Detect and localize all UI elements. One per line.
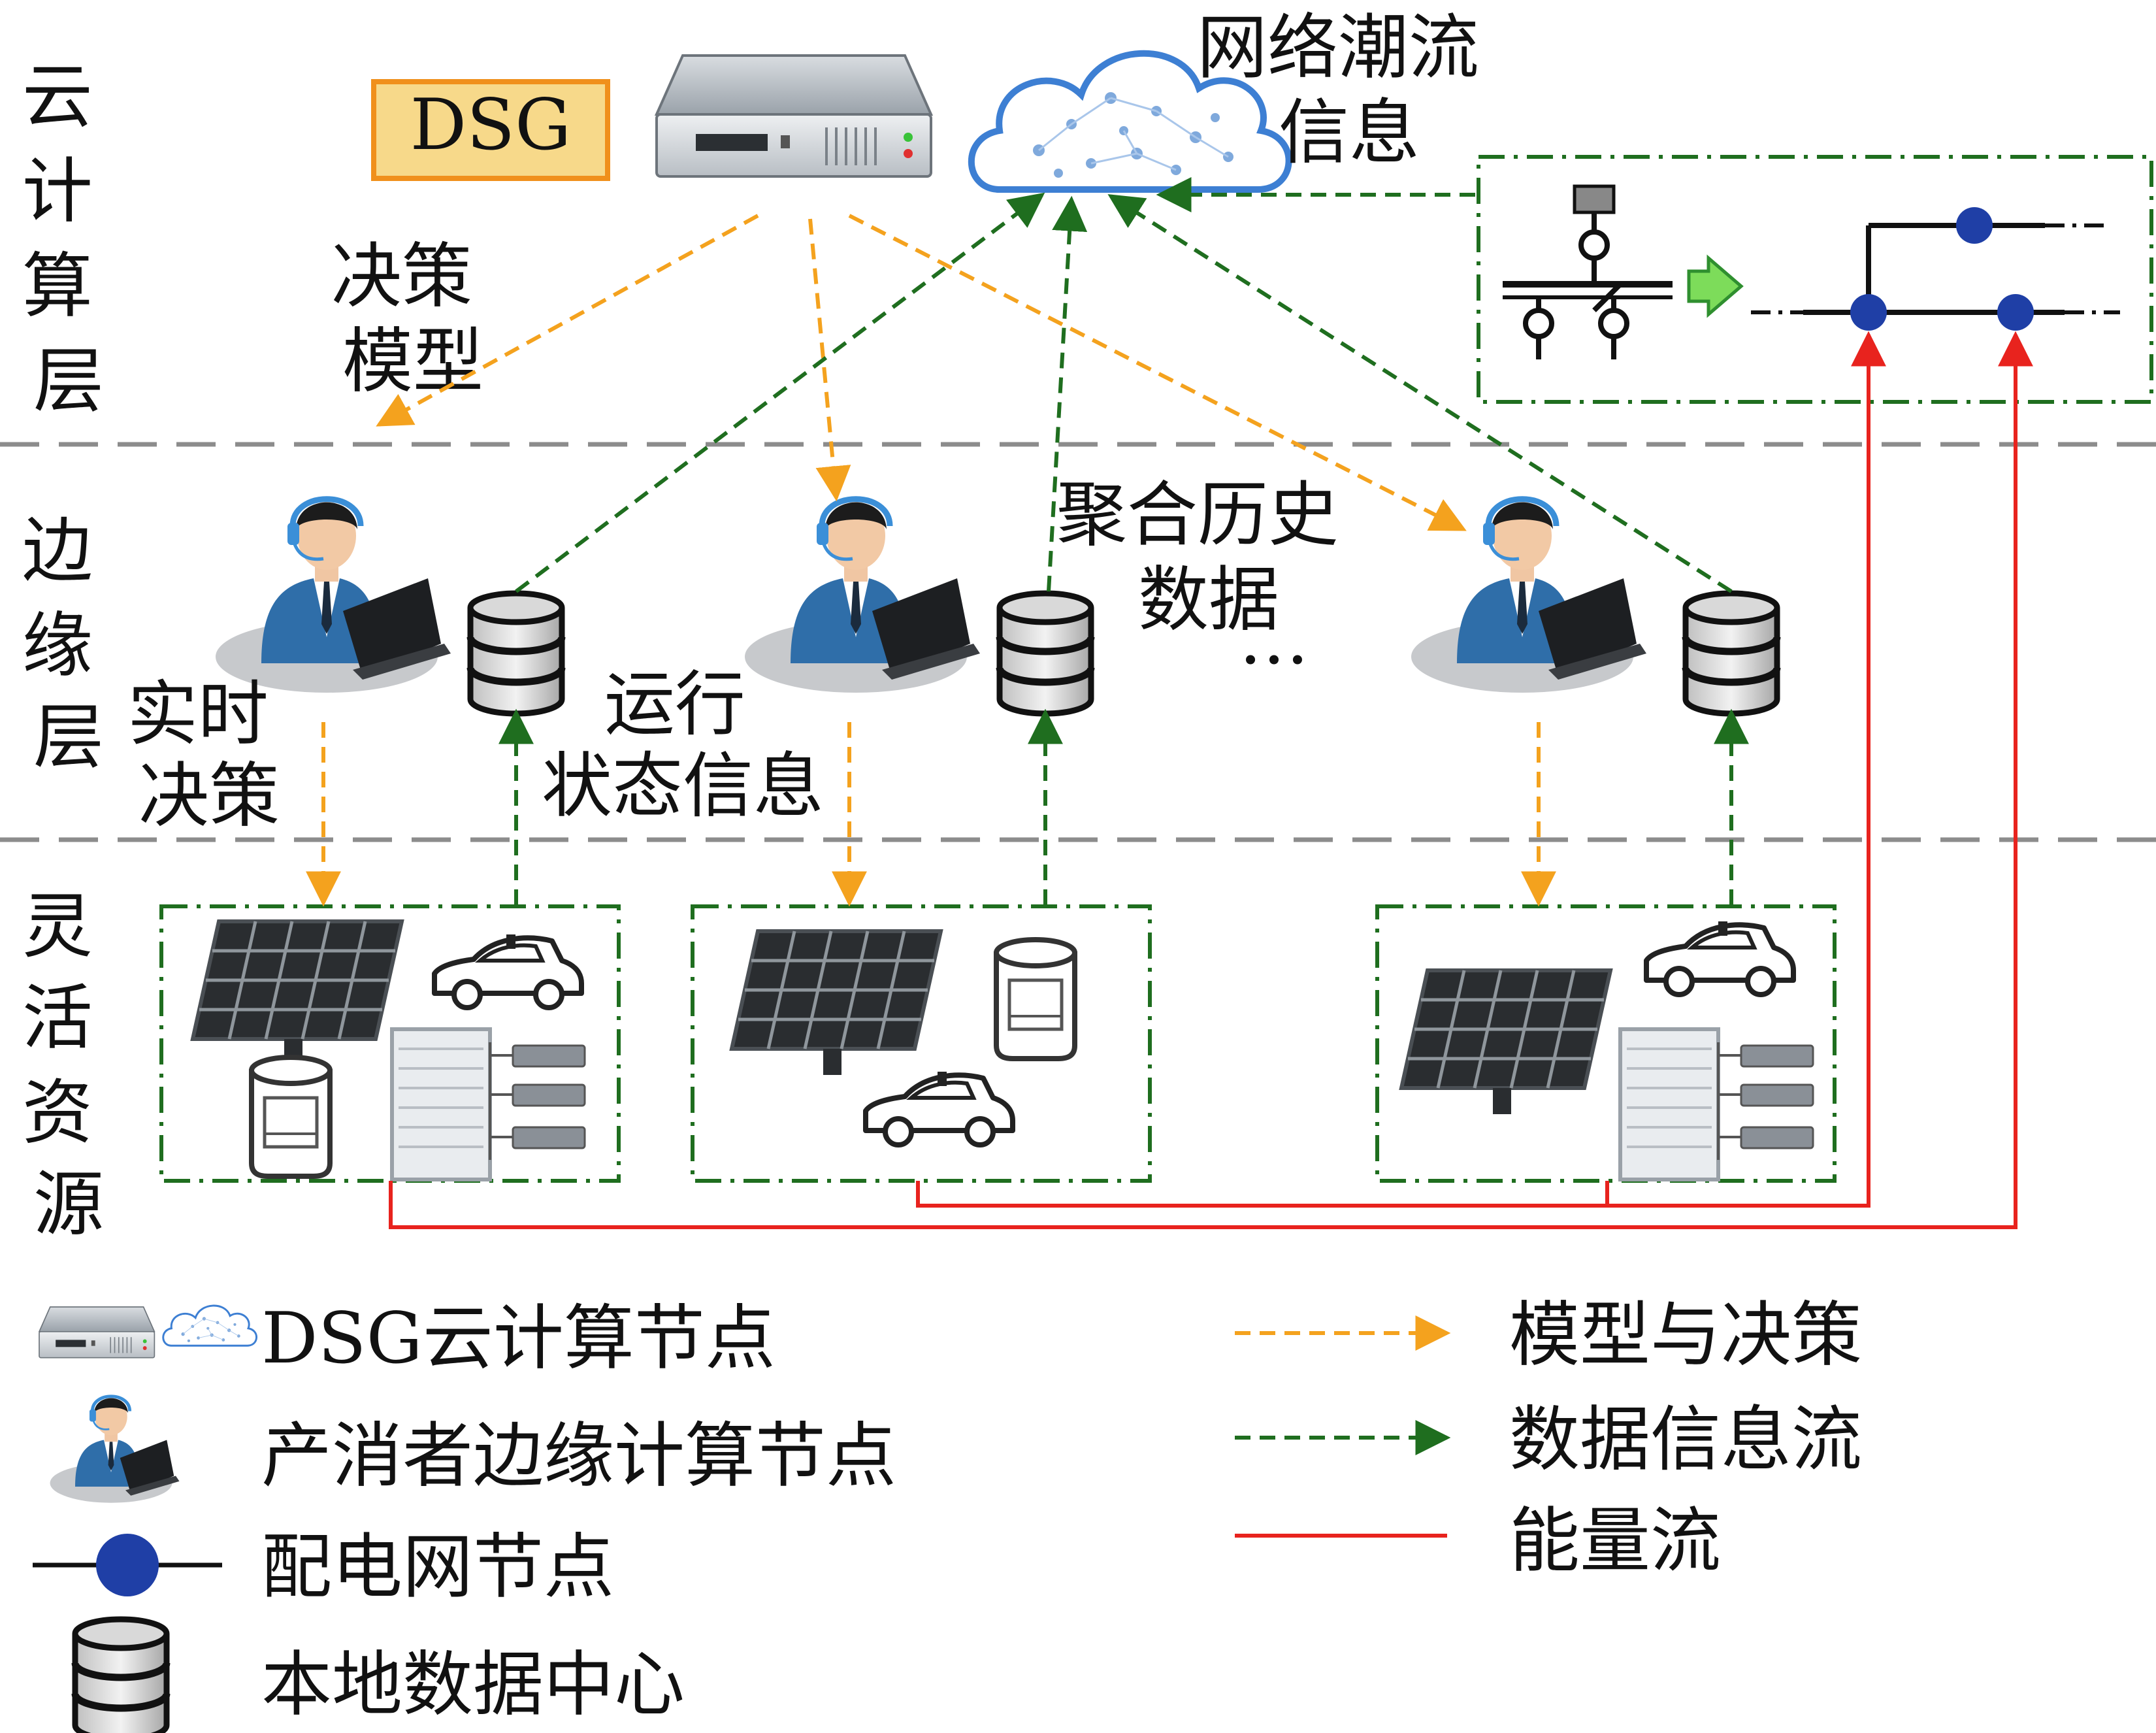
layer-cloud-char-4: 层 xyxy=(33,340,104,422)
layer-title-cloud: 云 计 算 层 xyxy=(22,56,115,422)
layer-title-resource: 灵 活 资 源 xyxy=(22,886,115,1246)
dsg-label: DSG xyxy=(410,84,572,166)
layer-cloud-char-3: 算 xyxy=(22,246,93,327)
data-center-icon-3 xyxy=(1686,593,1777,714)
substation-icon xyxy=(1503,184,1673,359)
solar-panel-icon xyxy=(732,931,941,1075)
decision-model-label: 决策 模型 xyxy=(331,236,495,403)
layer-title-edge: 边 缘 层 xyxy=(22,510,115,778)
inverter-cabinet-icon xyxy=(1620,1029,1813,1180)
electric-car-icon xyxy=(1646,921,1793,995)
legend-edge-node-icon xyxy=(50,1396,180,1503)
ellipsis-mark: … xyxy=(1239,599,1309,680)
green-arrow-icon xyxy=(1687,254,1744,318)
layer-edge-char-2: 缘 xyxy=(22,605,93,687)
decision-model-label-line2: 模型 xyxy=(342,321,483,403)
electric-car-icon xyxy=(434,934,581,1008)
resource-group-1 xyxy=(159,904,621,1183)
inverter-cabinet-icon xyxy=(392,1029,585,1180)
layer-resource-char-2: 活 xyxy=(22,978,93,1059)
legend-data-flow-label: 数据信息流 xyxy=(1509,1399,1862,1481)
layer-resource-char-3: 资 xyxy=(22,1072,93,1154)
legend-edge-node-label: 产消者边缘计算节点 xyxy=(261,1415,896,1497)
distribution-grid-box xyxy=(1477,155,2153,404)
model-decision-arrows xyxy=(306,214,1556,907)
network-flow-label-line2: 信息 xyxy=(1279,92,1420,174)
energy-line-inner xyxy=(916,331,1886,1208)
solar-panel-icon xyxy=(193,921,402,1065)
decision-model-label-line1: 决策 xyxy=(331,236,472,318)
running-status-label: 运行 状态信息 xyxy=(542,664,824,827)
server-icon xyxy=(655,54,932,178)
grid-node-2 xyxy=(1850,294,1887,331)
energy-line-outer xyxy=(389,331,2033,1229)
edge-node-icon-2 xyxy=(745,499,980,693)
battery-storage-icon xyxy=(252,1057,330,1176)
layer-cloud-char-2: 计 xyxy=(22,151,93,233)
running-status-label-line2: 状态信息 xyxy=(542,746,824,827)
decision-arrow-to-edge-1 xyxy=(376,214,759,427)
legend-cloud-node-label: DSG云计算节点 xyxy=(261,1298,776,1379)
data-center-icon-1 xyxy=(470,593,562,714)
decision-arrow-to-edge-2 xyxy=(808,218,851,502)
aggregate-history-label-line1: 聚合历史 xyxy=(1056,474,1339,556)
running-status-label-line1: 运行 xyxy=(604,664,745,746)
resource-group-2 xyxy=(691,904,1152,1183)
layer-edge-char-3: 层 xyxy=(33,697,104,778)
realtime-decision-label-line1: 实时 xyxy=(127,674,269,755)
legend-model-decision-label: 模型与决策 xyxy=(1509,1295,1862,1376)
data-flow-arrows xyxy=(498,177,1749,905)
battery-storage-icon xyxy=(996,940,1075,1059)
realtime-decision-label: 实时 决策 xyxy=(127,674,291,837)
grid-node-1 xyxy=(1956,207,1993,244)
network-flow-label: 网络潮流 信息 xyxy=(1197,7,1501,174)
dsg-label-box xyxy=(371,79,610,181)
aggregate-history-label-line2: 数据 xyxy=(1138,559,1279,641)
grid-network-icon xyxy=(1751,207,2120,331)
network-flow-label-line1: 网络潮流 xyxy=(1197,7,1479,89)
energy-flow-lines xyxy=(389,331,2033,1229)
edge-node-icon-3 xyxy=(1411,499,1646,693)
legend-grid-node-label: 配电网节点 xyxy=(261,1527,614,1608)
legend-data-center-label: 本地数据中心 xyxy=(261,1644,685,1726)
decision-arrow-to-edge-3 xyxy=(848,214,1467,531)
grid-node-3 xyxy=(1997,294,2034,331)
data-center-icon-2 xyxy=(1000,593,1091,714)
realtime-decision-label-line2: 决策 xyxy=(139,755,280,837)
edge-node-icon-1 xyxy=(216,499,451,693)
layer-cloud-char-1: 云 xyxy=(22,56,93,138)
legend: DSG云计算节点 产消者边缘计算节点 配电网节点 本地数据中心 模型与决策 数据… xyxy=(33,1295,1862,1733)
layer-resource-char-1: 灵 xyxy=(22,886,93,968)
electric-car-icon xyxy=(866,1072,1013,1145)
resource-group-3 xyxy=(1375,904,1837,1183)
legend-grid-node-icon xyxy=(96,1534,159,1596)
data-arrow-from-db-1 xyxy=(515,192,1045,593)
legend-cloud-node-icon xyxy=(39,1304,258,1359)
legend-data-center-icon xyxy=(75,1619,167,1733)
data-arrow-from-db-2 xyxy=(1047,195,1088,592)
layer-resource-char-4: 源 xyxy=(33,1164,104,1246)
solar-panel-icon xyxy=(1401,970,1610,1114)
layer-edge-char-1: 边 xyxy=(22,510,93,592)
aggregate-history-label: 聚合历史 数据 xyxy=(1056,474,1361,641)
legend-energy-flow-label: 能量流 xyxy=(1509,1500,1721,1582)
